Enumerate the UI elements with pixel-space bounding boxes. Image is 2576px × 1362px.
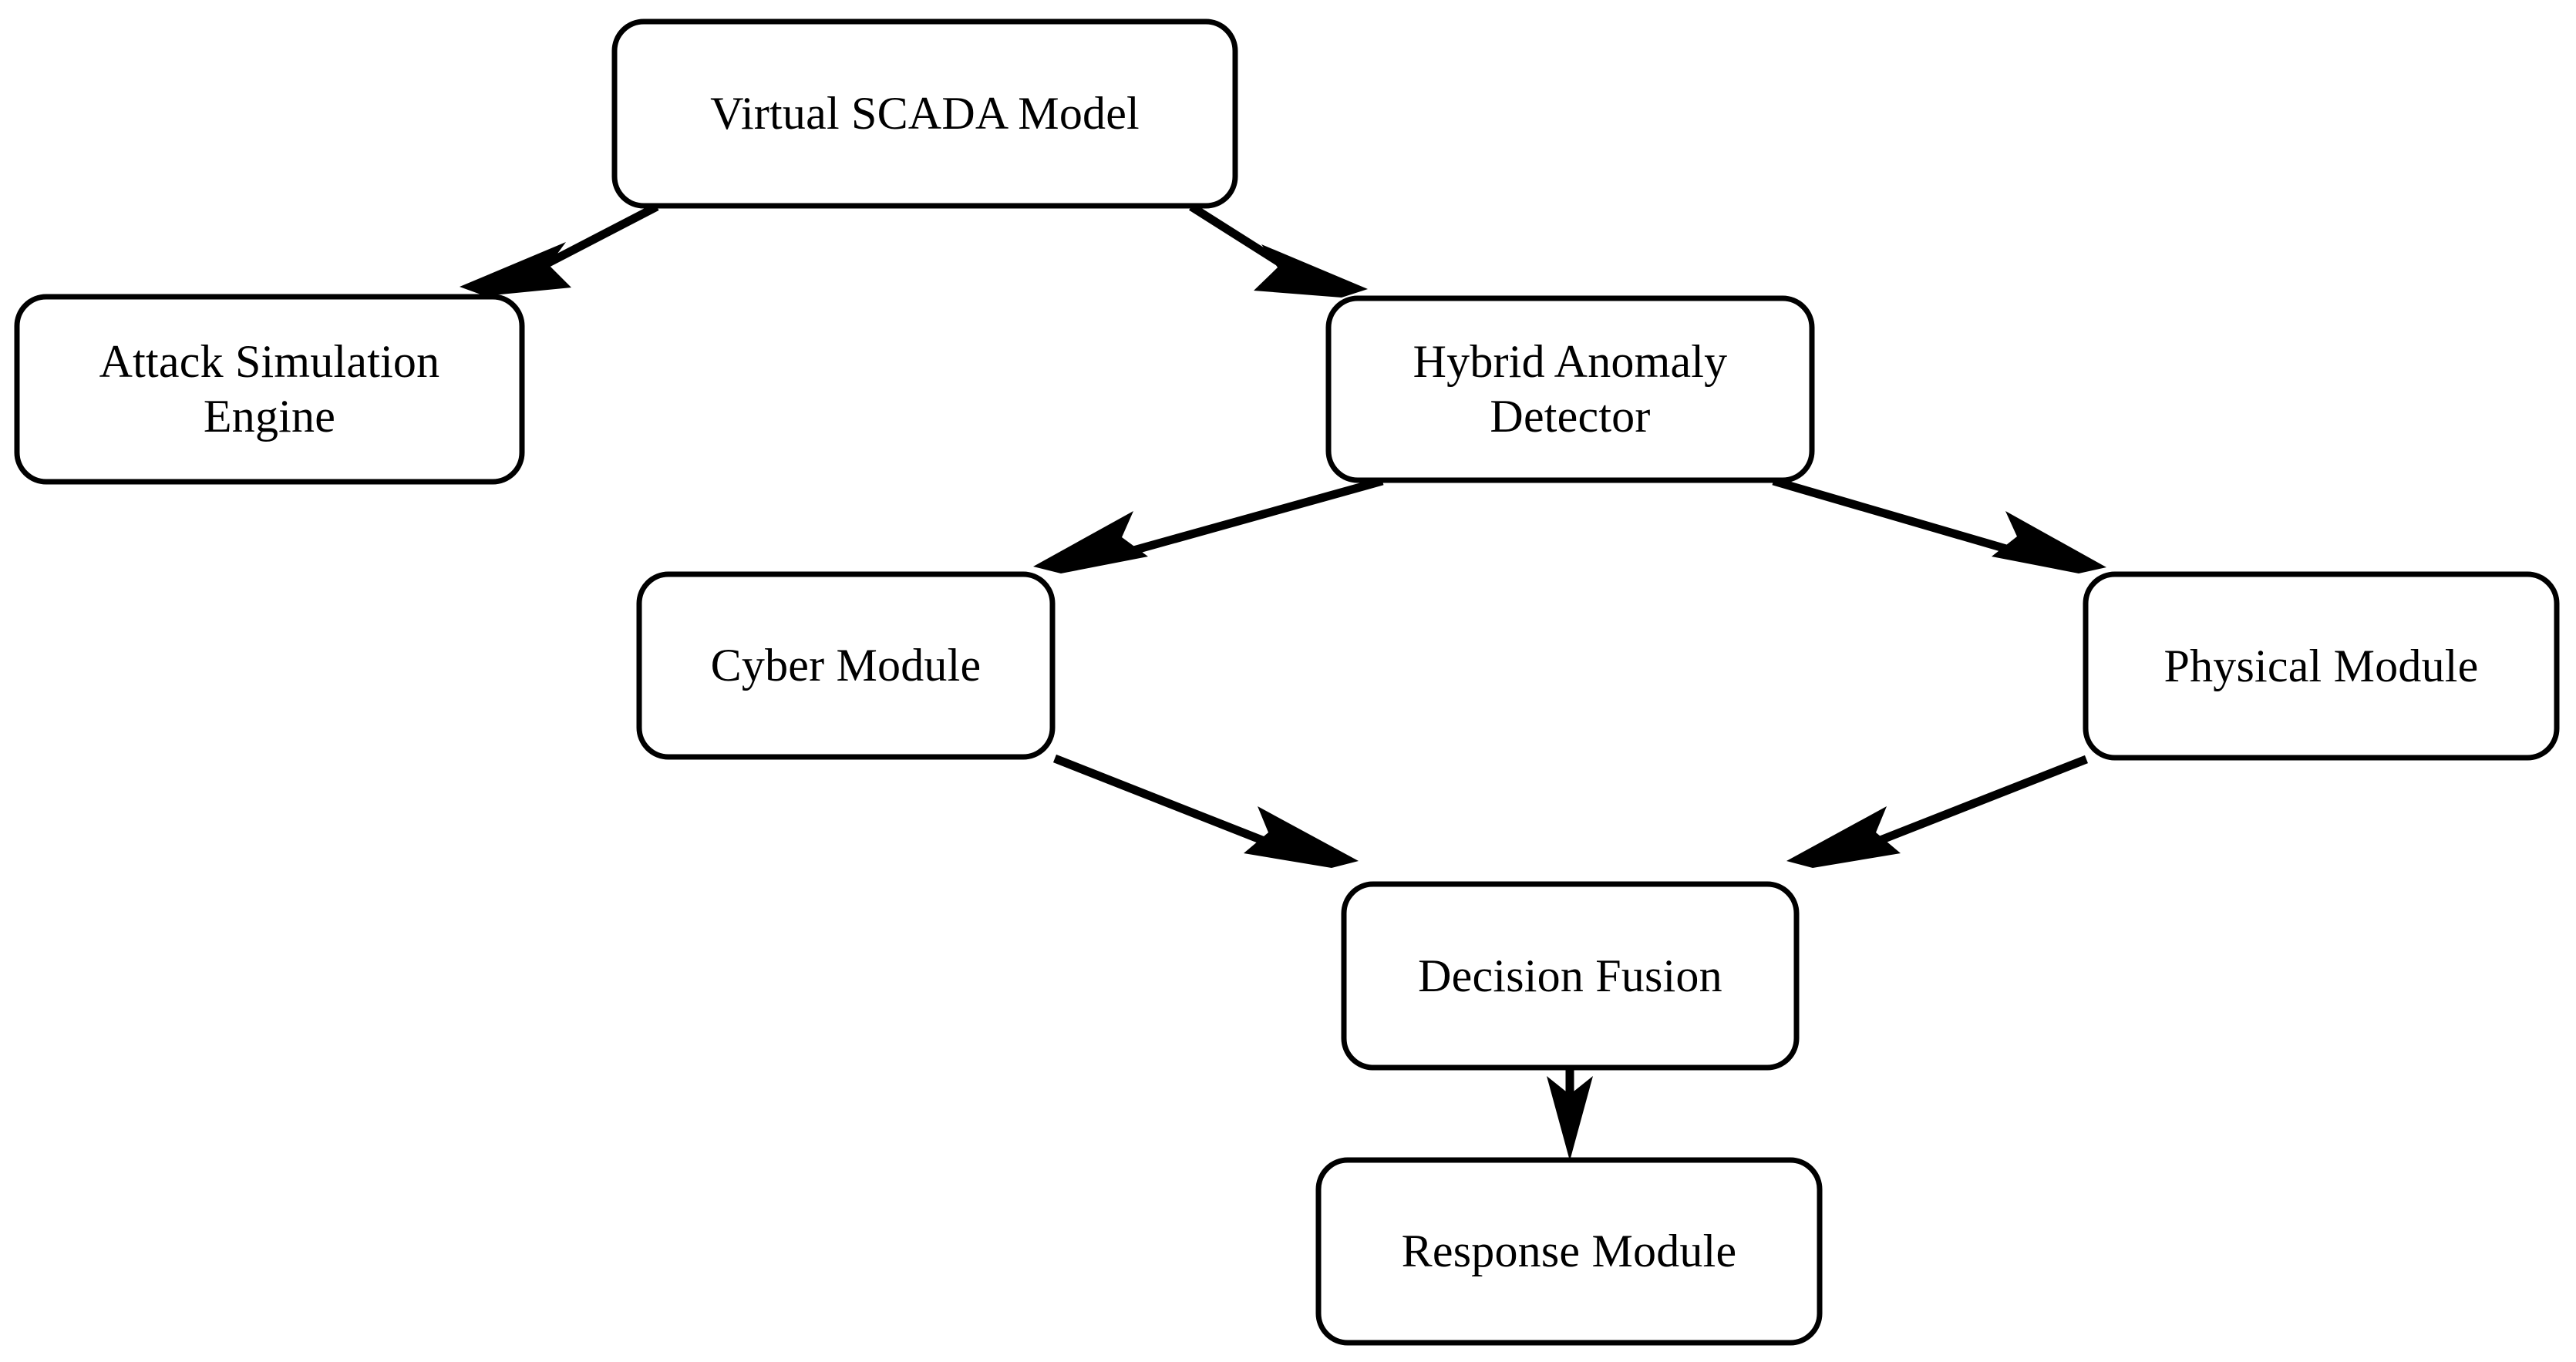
- node-cyber-module[interactable]: [636, 571, 1056, 760]
- edge-scada-to-hybrid: [1189, 203, 1368, 298]
- edge-scada-to-attack: [460, 203, 659, 296]
- edge-hybrid-to-physical: [1772, 476, 2106, 573]
- node-hybrid-anomaly-detector[interactable]: [1325, 295, 1815, 483]
- node-physical-module[interactable]: [2083, 571, 2560, 761]
- edge-physical-to-fusion: [1786, 755, 2089, 868]
- node-virtual-scada-model[interactable]: [611, 18, 1238, 209]
- edge-hybrid-to-cyber: [1033, 476, 1384, 573]
- node-decision-fusion[interactable]: [1341, 881, 1800, 1071]
- node-attack-simulation-engine[interactable]: [14, 294, 525, 485]
- edge-fusion-to-response: [1547, 1068, 1593, 1161]
- edge-cyber-to-fusion: [1052, 754, 1359, 868]
- node-response-module[interactable]: [1315, 1157, 1823, 1346]
